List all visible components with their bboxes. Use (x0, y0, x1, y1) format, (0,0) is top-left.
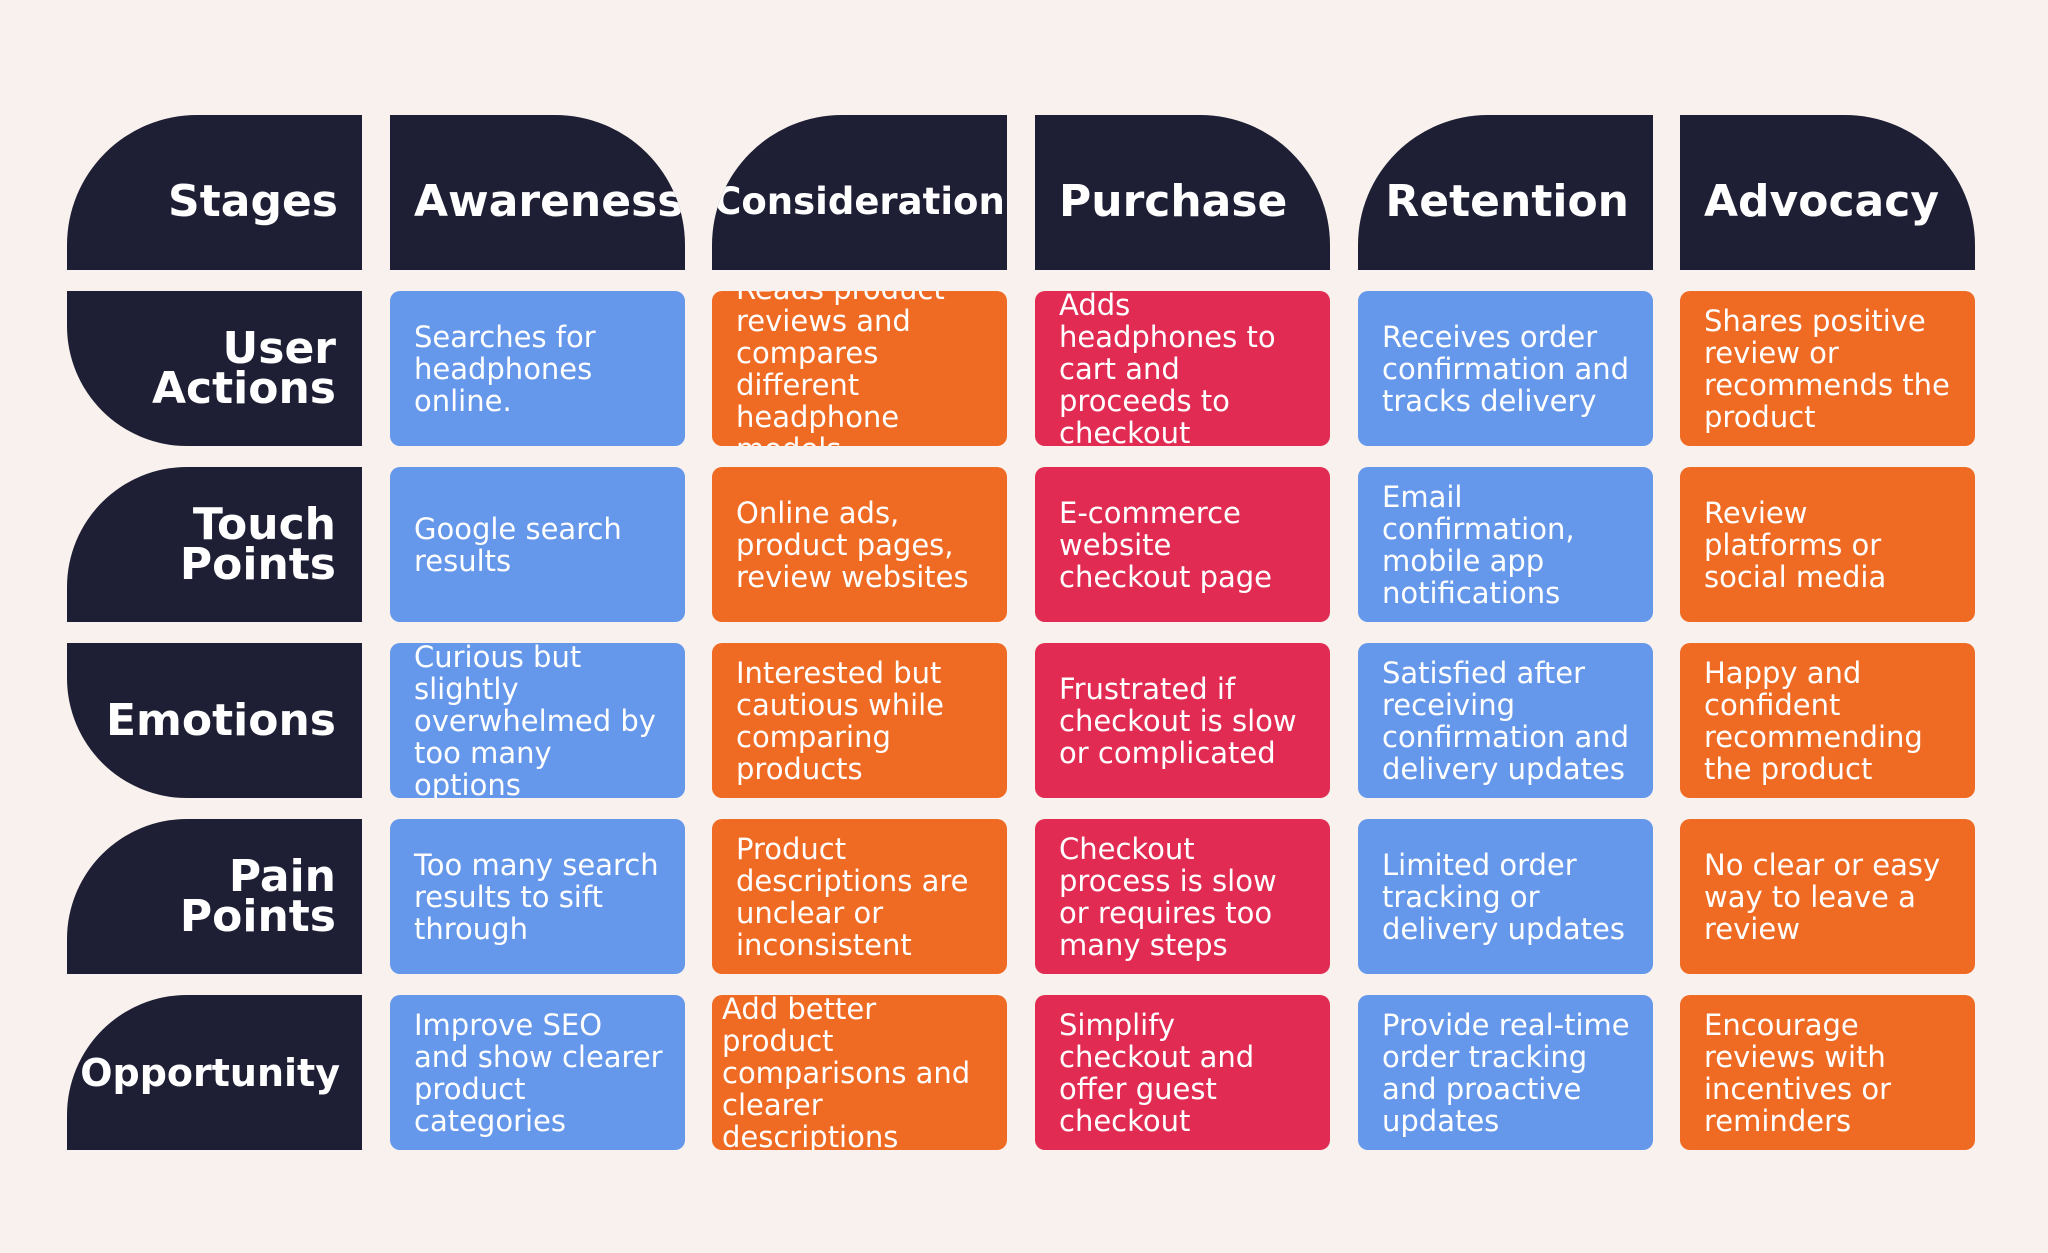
row-header-label: Touch Points (179, 498, 336, 590)
cell-opportunity-awareness: Improve SEO and show clearer product cat… (390, 995, 685, 1150)
stage-header-retention: Retention (1358, 115, 1653, 270)
cell-user-actions-consideration: Reads product reviews and compares diffe… (712, 291, 1007, 446)
cell-text: Review platforms or social media (1704, 495, 1887, 594)
cell-text: Adds headphones to cart and proceeds to … (1059, 291, 1276, 446)
cell-emotions-purchase: Frustrated if checkout is slow or compli… (1035, 643, 1330, 798)
cell-touch-points-awareness: Google search results (390, 467, 685, 622)
stage-header-label: Purchase (1059, 176, 1288, 227)
cell-touch-points-consideration: Online ads, product pages, review websit… (712, 467, 1007, 622)
cell-text: Reads product reviews and compares diffe… (736, 291, 945, 446)
cell-emotions-advocacy: Happy and confident recommending the pro… (1680, 643, 1975, 798)
cell-text: Email confirmation, mobile app notificat… (1382, 479, 1575, 610)
stage-header-label: Awareness (414, 176, 684, 227)
cell-emotions-awareness: Curious but slightly overwhelmed by too … (390, 643, 685, 798)
cell-touch-points-retention: Email confirmation, mobile app notificat… (1358, 467, 1653, 622)
stage-header-consideration: Consideration (712, 115, 1007, 270)
row-header-label: Emotions (106, 694, 336, 746)
row-header-pain-points: Pain Points (67, 819, 362, 974)
cell-opportunity-purchase: Simplify checkout and offer guest checko… (1035, 995, 1330, 1150)
cell-text: Searches for headphones online. (414, 319, 596, 418)
cell-text: E-commerce website checkout page (1059, 495, 1273, 594)
cell-text: Google search results (414, 511, 622, 578)
cell-opportunity-consideration: Add better product comparisons and clear… (712, 995, 1007, 1150)
cell-pain-points-purchase: Checkout process is slow or requires too… (1035, 819, 1330, 974)
stage-header-stages: Stages (67, 115, 362, 270)
cell-text: Limited order tracking or delivery updat… (1382, 847, 1625, 946)
row-header-opportunity: Opportunity (67, 995, 362, 1150)
stage-header-label: Consideration (714, 180, 1005, 223)
cell-text: Encourage reviews with incentives or rem… (1704, 1007, 1892, 1138)
row-header-label: Opportunity (80, 1050, 340, 1095)
cell-emotions-retention: Satisfied after receiving confirmation a… (1358, 643, 1653, 798)
cell-user-actions-retention: Receives order confirmation and tracks d… (1358, 291, 1653, 446)
row-header-label: Pain Points (179, 850, 336, 942)
row-header-touch-points: Touch Points (67, 467, 362, 622)
cell-touch-points-purchase: E-commerce website checkout page (1035, 467, 1330, 622)
cell-pain-points-awareness: Too many search results to sift through (390, 819, 685, 974)
stage-header-advocacy: Advocacy (1680, 115, 1975, 270)
cell-text: Improve SEO and show clearer product cat… (414, 1007, 663, 1138)
cell-text: Interested but cautious while comparing … (736, 655, 945, 786)
cell-user-actions-advocacy: Shares positive review or recommends the… (1680, 291, 1975, 446)
cell-text: Provide real-time order tracking and pro… (1382, 1007, 1630, 1138)
cell-text: Simplify checkout and offer guest checko… (1059, 1007, 1255, 1138)
cell-text: Online ads, product pages, review websit… (736, 495, 969, 594)
cell-touch-points-advocacy: Review platforms or social media (1680, 467, 1975, 622)
cell-text: Checkout process is slow or requires too… (1059, 831, 1277, 962)
cell-pain-points-consideration: Product descriptions are unclear or inco… (712, 819, 1007, 974)
row-header-label: User Actions (152, 322, 336, 414)
stage-header-awareness: Awareness (390, 115, 685, 270)
row-header-user-actions: User Actions (67, 291, 362, 446)
cell-text: Product descriptions are unclear or inco… (736, 831, 969, 962)
stage-header-label: Retention (1385, 176, 1629, 227)
cell-pain-points-retention: Limited order tracking or delivery updat… (1358, 819, 1653, 974)
cell-pain-points-advocacy: No clear or easy way to leave a review (1680, 819, 1975, 974)
cell-user-actions-awareness: Searches for headphones online. (390, 291, 685, 446)
cell-text: Frustrated if checkout is slow or compli… (1059, 671, 1297, 770)
cell-user-actions-purchase: Adds headphones to cart and proceeds to … (1035, 291, 1330, 446)
cell-emotions-consideration: Interested but cautious while comparing … (712, 643, 1007, 798)
cell-text: Satisfied after receiving confirmation a… (1382, 655, 1630, 786)
stage-header-label: Advocacy (1704, 176, 1939, 227)
stage-header-purchase: Purchase (1035, 115, 1330, 270)
cell-text: Shares positive review or recommends the… (1704, 303, 1950, 434)
stage-header-label: Stages (168, 176, 338, 227)
cell-text: Curious but slightly overwhelmed by too … (414, 643, 656, 798)
cell-text: Receives order confirmation and tracks d… (1382, 319, 1630, 418)
cell-text: Add better product comparisons and clear… (722, 995, 971, 1150)
cell-opportunity-advocacy: Encourage reviews with incentives or rem… (1680, 995, 1975, 1150)
cell-opportunity-retention: Provide real-time order tracking and pro… (1358, 995, 1653, 1150)
row-header-emotions: Emotions (67, 643, 362, 798)
cell-text: Too many search results to sift through (414, 847, 659, 946)
cell-text: No clear or easy way to leave a review (1704, 847, 1941, 946)
cell-text: Happy and confident recommending the pro… (1704, 655, 1923, 786)
